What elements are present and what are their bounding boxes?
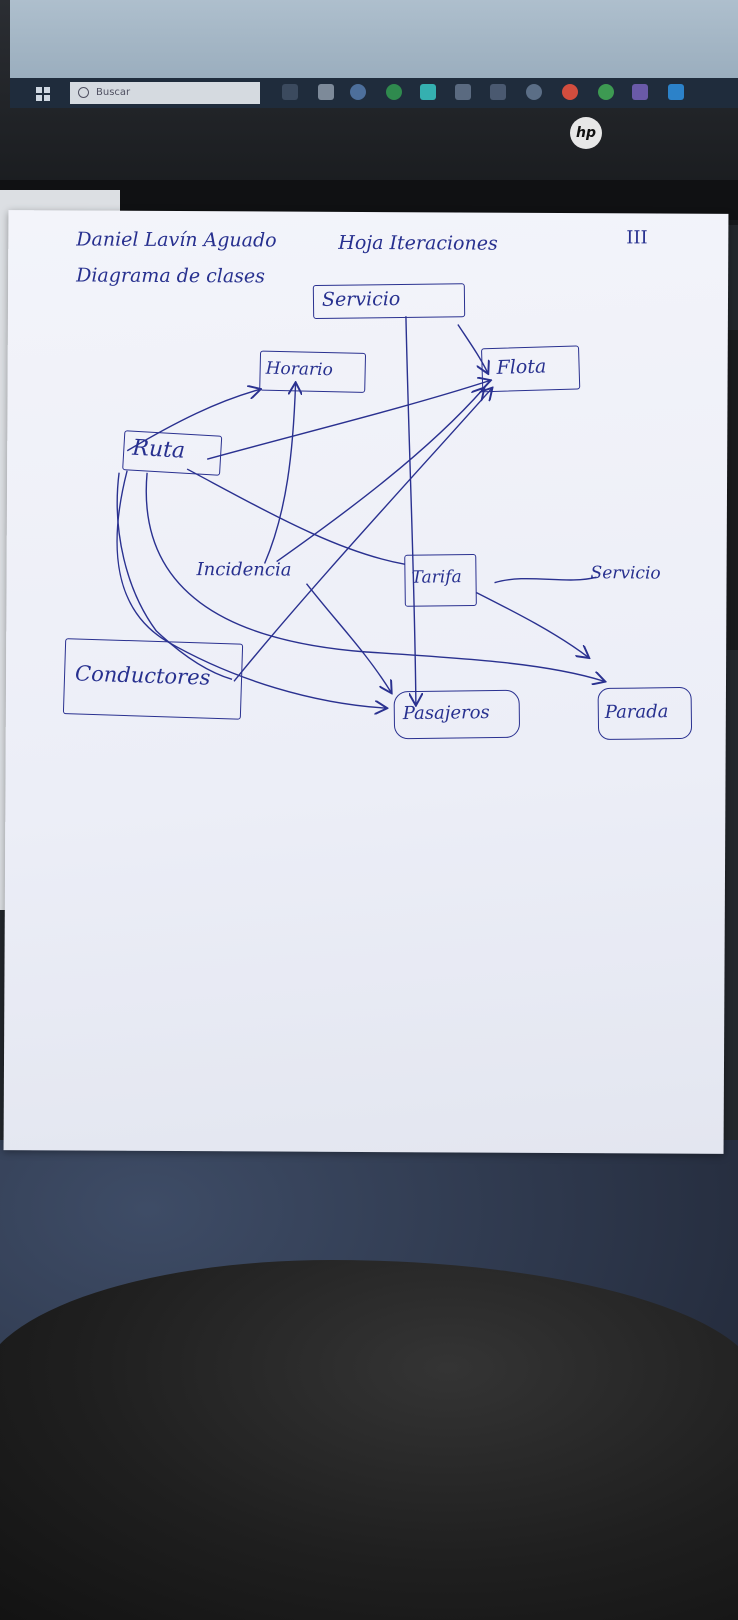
class-label-servicio: Servicio xyxy=(321,287,401,311)
class-label-horario: Horario xyxy=(265,358,334,381)
line-servicio-pasajeros xyxy=(405,316,418,704)
windows-start-icon[interactable] xyxy=(36,87,50,101)
app-icon[interactable] xyxy=(490,84,506,100)
visual-studio-icon[interactable] xyxy=(632,84,648,100)
line-ruta-parada xyxy=(145,472,605,681)
line-ruta-flota xyxy=(206,379,489,460)
line-incidencia-horario xyxy=(263,383,296,564)
class-label-incidencia: Incidencia xyxy=(196,559,292,581)
browser-icon[interactable] xyxy=(350,84,366,100)
class-label-pasajeros: Pasajeros xyxy=(402,702,490,725)
class-box-conductores: Conductores xyxy=(62,638,244,720)
vscode-icon[interactable] xyxy=(668,84,684,100)
app-icon[interactable] xyxy=(526,84,542,100)
line-servicio-flota xyxy=(457,324,488,372)
class-box-pasajeros: Pasajeros xyxy=(393,689,521,740)
notepad-icon[interactable] xyxy=(455,84,471,100)
line-ruta-horario xyxy=(126,389,259,452)
class-label-conductores: Conductores xyxy=(74,661,211,690)
class-box-parada: Parada xyxy=(597,686,693,741)
line-conductores-flota xyxy=(233,387,492,682)
relationship-lines xyxy=(116,316,729,1154)
line-ruta-tarifa xyxy=(186,468,405,565)
class-label-parada: Parada xyxy=(604,701,669,723)
class-box-horario: Horario xyxy=(259,350,367,393)
task-view-icon[interactable] xyxy=(282,84,298,100)
jacket xyxy=(0,1260,738,1620)
class-box-flota: Flota xyxy=(481,345,581,393)
line-incidencia-pasajeros xyxy=(305,583,392,692)
class-box-ruta: Ruta xyxy=(122,430,223,476)
hp-logo: hp xyxy=(570,117,602,149)
strike-through xyxy=(494,576,597,584)
crossed-out-note: Servicio xyxy=(590,563,661,584)
line-tarifa-parada xyxy=(476,591,588,658)
line-ruta-conductores xyxy=(116,472,233,680)
chrome-icon[interactable] xyxy=(562,84,578,100)
app-icon[interactable] xyxy=(420,84,436,100)
search-placeholder: Buscar xyxy=(96,87,131,98)
class-label-flota: Flota xyxy=(496,355,547,379)
search-icon xyxy=(78,87,89,98)
whatsapp-icon[interactable] xyxy=(598,84,614,100)
paper-sheet: Daniel Lavín Aguado Diagrama de clases H… xyxy=(3,210,729,1154)
class-label-tarifa: Tarifa xyxy=(411,567,462,588)
class-box-servicio: Servicio xyxy=(312,283,466,320)
class-box-tarifa: Tarifa xyxy=(404,553,477,607)
line-ruta-pasajeros xyxy=(116,470,387,708)
file-explorer-icon[interactable] xyxy=(318,84,334,100)
class-label-ruta: Ruta xyxy=(131,435,186,464)
spotify-icon[interactable] xyxy=(386,84,402,100)
line-incidencia-flota xyxy=(276,388,484,563)
taskbar-search-input[interactable]: Buscar xyxy=(70,82,260,104)
